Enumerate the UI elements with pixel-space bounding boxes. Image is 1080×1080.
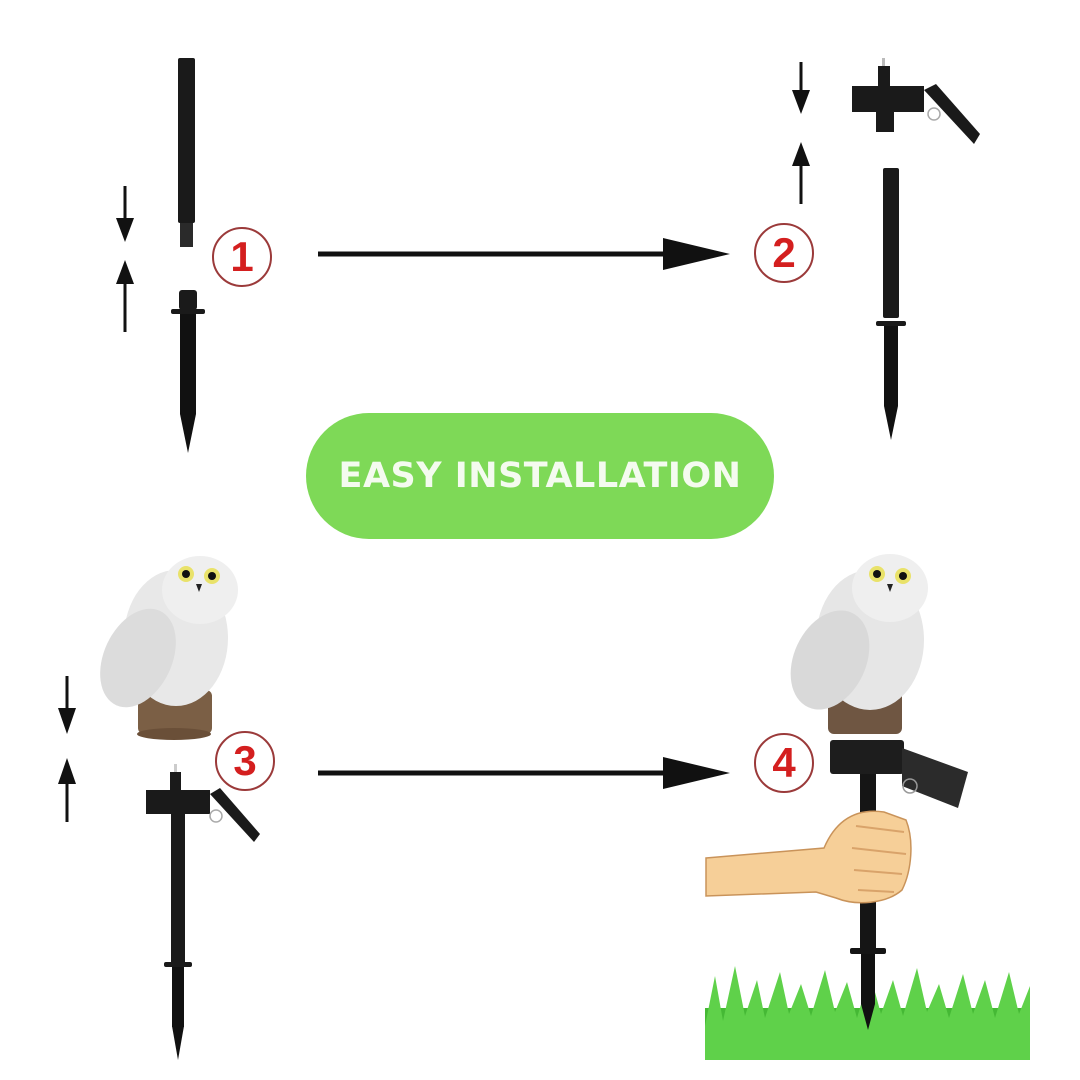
- step1-upper-tube-icon: [178, 58, 195, 247]
- step3-join-arrows-icon: [58, 676, 76, 822]
- flow-arrow-1-to-2-icon: [318, 238, 730, 270]
- easy-installation-banner: EASY INSTALLATION: [306, 413, 774, 539]
- step2-join-arrows-icon: [792, 62, 810, 204]
- step3-owl-figure-icon: [100, 556, 238, 740]
- step4-owl-figure-icon: [790, 554, 928, 734]
- step-2-badge: 2: [754, 223, 814, 283]
- step-4-badge: 4: [754, 733, 814, 793]
- step1-join-arrows-icon: [116, 186, 134, 332]
- step3-solar-stake-icon: [146, 764, 260, 1060]
- step2-assembled-stake-icon: [876, 168, 906, 440]
- step2-solar-head-icon: [852, 58, 980, 144]
- flow-arrow-3-to-4-icon: [318, 757, 730, 789]
- step4-solar-panel-icon: [830, 740, 968, 808]
- step4-hand-icon: [705, 810, 912, 904]
- step-3-badge: 3: [215, 731, 275, 791]
- step-1-badge: 1: [212, 227, 272, 287]
- step1-ground-stake-icon: [171, 290, 205, 453]
